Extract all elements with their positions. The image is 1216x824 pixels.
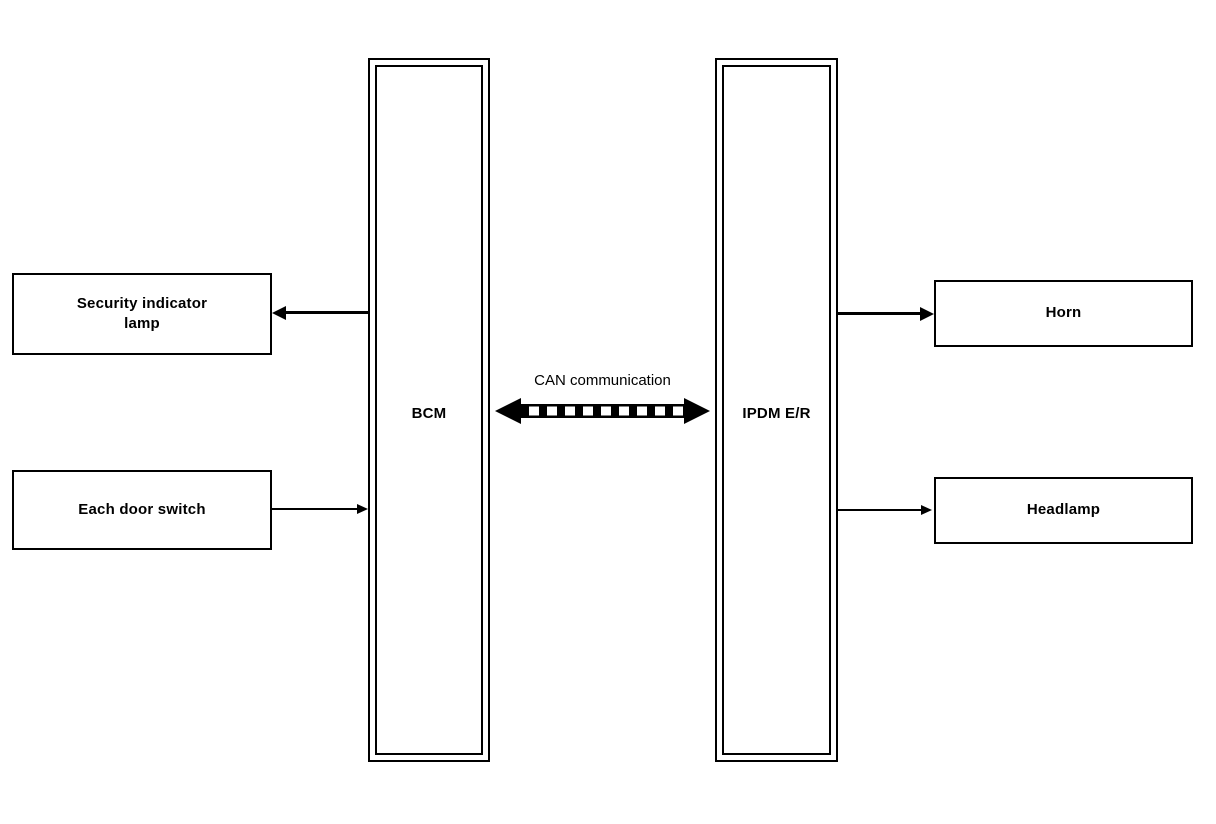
arrowhead-right-icon	[357, 503, 368, 514]
block-security-indicator-lamp[interactable]: Security indicator lamp	[12, 273, 272, 355]
block-label-line2: lamp	[124, 315, 160, 332]
connector-bcm-to-security-indicator-lamp[interactable]	[272, 305, 368, 321]
block-label-security-indicator-lamp: Security indicator lamp	[71, 294, 213, 335]
connector-line	[282, 311, 368, 314]
unit-bcm[interactable]: BCM	[368, 58, 490, 762]
connector-ipdm-to-horn[interactable]	[838, 306, 934, 322]
connector-ipdm-to-headlamp[interactable]	[838, 504, 934, 516]
can-communication-label: CAN communication	[534, 372, 671, 389]
connector-line	[838, 509, 922, 511]
unit-label-bcm: BCM	[411, 405, 447, 422]
arrowhead-left-icon	[272, 305, 286, 320]
block-headlamp[interactable]: Headlamp	[934, 477, 1193, 544]
unit-ipdm-er[interactable]: IPDM E/R	[715, 58, 838, 762]
connector-each-door-switch-to-bcm[interactable]	[272, 503, 368, 515]
block-label-horn: Horn	[1045, 304, 1082, 322]
block-each-door-switch[interactable]: Each door switch	[12, 470, 272, 550]
block-horn[interactable]: Horn	[934, 280, 1193, 347]
unit-ipdm-er-inner-frame	[722, 65, 831, 755]
unit-label-ipdm-er: IPDM E/R	[742, 405, 811, 422]
block-label-line1: Security indicator	[76, 294, 208, 312]
arrowhead-right-icon	[921, 504, 932, 515]
arrowhead-right-icon	[920, 306, 934, 321]
can-bus-arrow-icon	[495, 398, 710, 424]
connector-line	[272, 508, 358, 510]
connector-line	[838, 312, 922, 315]
can-communication-bus[interactable]: CAN communication	[490, 372, 715, 428]
unit-bcm-inner-frame	[375, 65, 483, 755]
block-label-each-door-switch: Each door switch	[78, 500, 206, 518]
block-label-headlamp: Headlamp	[1026, 501, 1101, 519]
